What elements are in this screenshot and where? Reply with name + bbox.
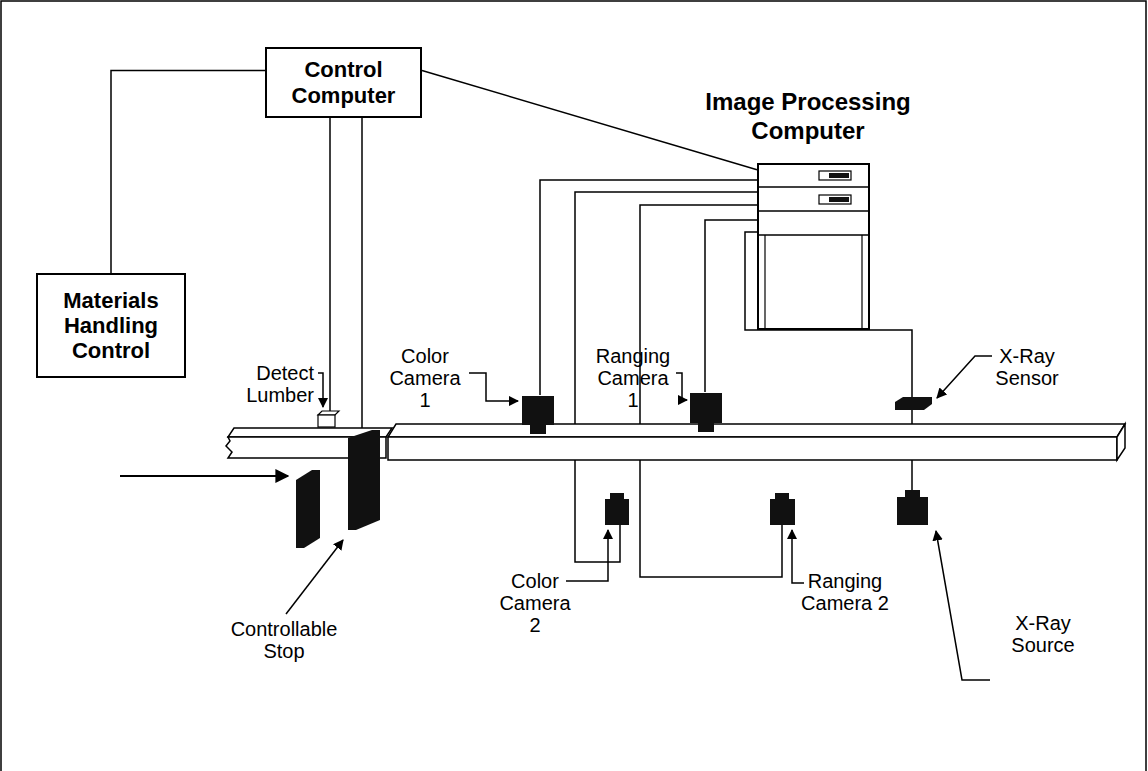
tower-detail <box>764 235 765 329</box>
box-label: Control Computer <box>267 57 420 108</box>
ranging-camera <box>775 493 789 499</box>
ranging-camera <box>690 393 722 423</box>
signal-wire <box>361 118 363 432</box>
lumber-board <box>1117 424 1125 460</box>
tower-detail <box>819 195 851 204</box>
signal-connector <box>111 70 265 273</box>
stop-plate <box>296 470 320 548</box>
color-camera <box>605 499 629 525</box>
part-label: Detect Lumber <box>242 362 314 406</box>
process-box: Materials Handling Control <box>36 273 186 378</box>
leader-line <box>937 356 992 398</box>
signal-connector <box>422 70 757 169</box>
color-camera <box>530 425 546 434</box>
process-box: Control Computer <box>265 47 422 118</box>
leader-line <box>936 531 990 680</box>
color-camera <box>610 493 624 499</box>
signal-wire <box>329 118 331 411</box>
tower-detail <box>758 234 869 236</box>
leader-line <box>318 373 323 407</box>
camera-wire <box>575 192 757 562</box>
camera-wire <box>705 220 757 392</box>
part-label: Ranging Camera 2 <box>800 570 890 614</box>
tower-detail <box>819 171 851 180</box>
tower-detail <box>829 197 849 202</box>
tower-detail <box>758 210 869 212</box>
xray-source <box>897 497 928 525</box>
stop-plate <box>348 430 380 530</box>
xray-source <box>905 490 920 497</box>
part-label: Color Camera 1 <box>385 345 465 411</box>
computer-heading: Image Processing Computer <box>698 88 918 146</box>
color-camera <box>522 396 554 425</box>
part-label: X-Ray Sensor <box>985 345 1069 389</box>
computer-node: Image Processing Computer <box>698 88 918 333</box>
computer-tower <box>757 163 870 330</box>
part-label: X-Ray Source <box>1000 612 1086 656</box>
lumber-sensor <box>318 415 335 427</box>
lumber-board <box>388 437 1117 460</box>
xray-sensor <box>895 397 932 410</box>
leader-line <box>286 540 343 614</box>
leader-line <box>676 373 687 400</box>
box-label: Materials Handling Control <box>38 288 184 364</box>
tower-detail <box>758 186 869 188</box>
tower-detail <box>861 235 862 329</box>
feed-arrow <box>120 475 288 477</box>
leader-line <box>469 373 518 401</box>
ranging-camera <box>770 499 795 525</box>
part-label: Color Camera 2 <box>495 570 575 636</box>
leader-line <box>566 530 608 581</box>
tower-detail <box>758 164 869 329</box>
tower-detail <box>829 173 849 178</box>
lumber-sensor <box>318 411 339 415</box>
ranging-camera <box>698 423 714 432</box>
lumber-board <box>388 424 1125 437</box>
leader-line <box>792 530 804 583</box>
part-label: Controllable Stop <box>222 618 346 662</box>
part-label: Ranging Camera 1 <box>590 345 676 411</box>
